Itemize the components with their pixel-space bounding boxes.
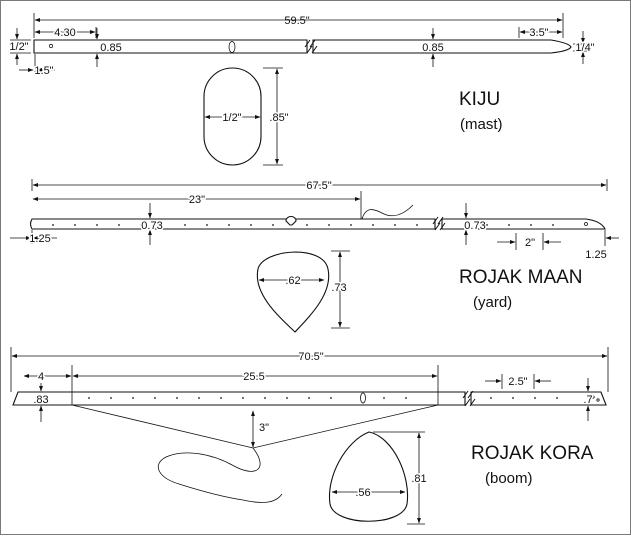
kiju-group: 59.5" 4.30 3.5" 1/2" 1/4" 1.5" (8, 13, 596, 166)
kiju-height-left-label: 1/2" (9, 41, 28, 53)
kora-length-label: 70.5" (298, 351, 323, 363)
kora-group: 70.5" 4 25.5 2.5" (10, 347, 609, 525)
kora-end-right-label: 2.5" (508, 376, 527, 388)
kora-hole-row (88, 397, 558, 399)
maan-section-height-label: .73 (331, 282, 346, 294)
maan-subtitle: (yard) (473, 294, 512, 311)
maan-tip-label: 2" (525, 237, 535, 249)
kiju-dia-left-label: 0.85 (100, 42, 121, 54)
kiju-offset-label: 4.30 (54, 27, 75, 39)
maan-length-label: 67.5" (306, 180, 331, 192)
maan-section (256, 251, 330, 333)
kiju-spar-right (312, 39, 572, 54)
maan-end-right-label: 1.25 (585, 249, 606, 261)
maan-end-left-label: 1.25 (29, 233, 50, 245)
maan-title: ROJAK MAAN (459, 267, 583, 288)
kora-section (328, 431, 409, 522)
kora-subtitle: (boom) (485, 470, 533, 487)
kiju-section-width-label: 1/2" (222, 112, 241, 124)
kora-end-left-label: 4 (38, 371, 44, 383)
kora-height-left-label: .83 (33, 394, 48, 406)
maan-dia-left-label: 0.73 (141, 220, 162, 232)
maan-hole-row (52, 224, 554, 226)
kora-height-right-label: .7 (583, 394, 592, 406)
kiju-end-right-label: 3.5" (529, 27, 548, 39)
maan-dia-right-label: 0.73 (464, 220, 485, 232)
kora-section-height-label: .81 (411, 473, 426, 485)
kiju-pin-offset-label: 1.5" (34, 65, 53, 77)
kiju-dia-right-label: 0.85 (422, 42, 443, 54)
kora-section-width-label: .56 (355, 487, 370, 499)
maan-span-label: 23" (189, 194, 205, 206)
kora-title: ROJAK KORA (471, 443, 594, 464)
kiju-subtitle: (mast) (460, 116, 503, 133)
kora-spar-right (470, 391, 607, 406)
kora-sag-label: 3" (259, 422, 269, 434)
kora-rope (157, 447, 283, 503)
maan-spar-right (441, 218, 606, 230)
kiju-length-label: 59.5" (284, 15, 309, 27)
maan-spar-left (29, 218, 436, 230)
kora-spar-left (12, 391, 466, 406)
maan-section-width-label: .62 (285, 275, 300, 287)
kiju-title: KIJU (459, 89, 500, 110)
maan-group: 67.5" 23" 0.73 0.73 (10, 179, 619, 333)
kiju-section-height-label: .85" (269, 112, 288, 124)
kora-span-label: 25.5 (243, 371, 264, 383)
kiju-height-right-label: 1/4" (575, 42, 594, 54)
kiju-spar-left (33, 39, 308, 54)
